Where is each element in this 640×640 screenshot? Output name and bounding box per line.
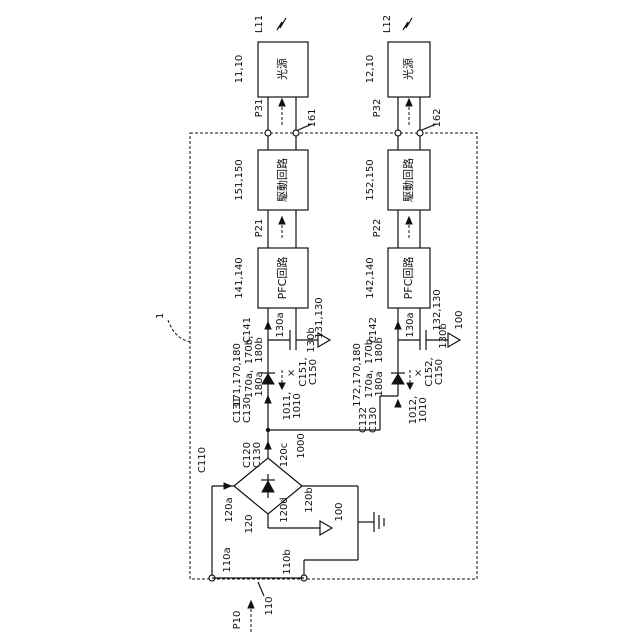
power-p31: P31 bbox=[254, 99, 265, 118]
current-c152-2: C150 bbox=[434, 359, 445, 385]
light-source-2-name: 光源 bbox=[401, 58, 415, 80]
bridge-120c: 120c bbox=[279, 443, 290, 468]
light-source-1-name: 光源 bbox=[275, 58, 289, 80]
current-c151-2: C150 bbox=[308, 359, 319, 385]
node-1011-2: 1010 bbox=[292, 393, 303, 418]
port-110: 110 bbox=[264, 596, 275, 615]
light-l12: L12 bbox=[382, 15, 393, 33]
power-p21: P21 bbox=[254, 219, 265, 238]
port-110b: 110b bbox=[282, 549, 293, 574]
arrowhead bbox=[279, 383, 285, 389]
current-c131-2: C130 bbox=[242, 397, 253, 423]
arrowhead bbox=[279, 99, 285, 106]
connector-161-left bbox=[265, 130, 271, 136]
arrowhead bbox=[265, 442, 271, 449]
current-c110: C110 bbox=[197, 447, 208, 473]
arrowhead bbox=[265, 322, 271, 329]
bridge-120: 120 bbox=[244, 514, 255, 533]
arrowhead bbox=[395, 400, 401, 407]
ground-2-icon bbox=[448, 333, 460, 347]
current-c132-2: C130 bbox=[368, 407, 379, 433]
arrowhead bbox=[406, 99, 412, 106]
bridge-120b: 120b bbox=[304, 487, 315, 512]
power-p10: P10 bbox=[232, 611, 243, 630]
diode-1-a2: 180a bbox=[254, 371, 265, 396]
light-emission-1-icon bbox=[277, 18, 286, 30]
arrowhead bbox=[248, 601, 254, 608]
pfc-circuit-2-name: PFC回路 bbox=[402, 257, 415, 300]
bridge-120a: 120a bbox=[224, 497, 235, 522]
drive-circuit-2-name: 駆動回路 bbox=[401, 158, 415, 202]
device-label: 1 bbox=[155, 313, 166, 319]
diode-2-x-mark: × bbox=[414, 368, 422, 379]
light-source-1-ref: 11,10 bbox=[234, 55, 245, 84]
ground-100-2: 100 bbox=[454, 310, 465, 329]
node-1012-2: 1010 bbox=[418, 397, 429, 422]
power-p32: P32 bbox=[372, 99, 383, 118]
node-1000: 1000 bbox=[296, 433, 307, 458]
light-l11: L11 bbox=[254, 15, 265, 33]
arrowhead bbox=[279, 217, 285, 224]
device-leader bbox=[168, 320, 192, 342]
node-130a-1: 130a bbox=[275, 312, 286, 337]
ground-3-icon bbox=[320, 521, 332, 535]
ground-100-1: 100 bbox=[334, 502, 345, 521]
light-source-2-ref: 12,10 bbox=[365, 55, 376, 84]
arrowhead bbox=[265, 396, 271, 403]
connector-161: 161 bbox=[307, 108, 318, 127]
connector-162-left bbox=[395, 130, 401, 136]
junction-dot bbox=[266, 428, 270, 432]
drive-circuit-1-ref: 151,150 bbox=[234, 159, 245, 200]
bridge-120d: 120d bbox=[279, 497, 290, 522]
drive-circuit-1-name: 駆動回路 bbox=[275, 158, 289, 202]
light-emission-2-icon bbox=[403, 18, 412, 30]
diode-172-icon bbox=[392, 374, 404, 384]
diode-1-b2: 180b bbox=[254, 337, 265, 362]
node-130a-2: 130a bbox=[405, 312, 416, 337]
pfc-circuit-1-name: PFC回路 bbox=[276, 257, 289, 300]
node-130b-1: 130b bbox=[306, 327, 317, 352]
arrowhead bbox=[224, 483, 231, 489]
pfc-circuit-1-ref: 141,140 bbox=[234, 257, 245, 298]
connector-161-right bbox=[293, 130, 299, 136]
arrowhead bbox=[395, 322, 401, 329]
node-130b-2: 130b bbox=[438, 323, 449, 348]
arrowhead bbox=[407, 383, 413, 389]
diode-2-a2: 180a bbox=[374, 371, 385, 396]
connector-162-right bbox=[417, 130, 423, 136]
port-110a: 110a bbox=[222, 547, 233, 572]
pfc-circuit-2-ref: 142,140 bbox=[365, 257, 376, 298]
leader bbox=[258, 582, 264, 596]
diode-2-b2: 180b bbox=[374, 337, 385, 362]
power-p22: P22 bbox=[372, 219, 383, 238]
diode-2-refs: 172,170,180 bbox=[352, 343, 363, 407]
arrowhead bbox=[406, 217, 412, 224]
diode-1-x-mark: × bbox=[287, 368, 295, 379]
drive-circuit-2-ref: 152,150 bbox=[365, 159, 376, 200]
